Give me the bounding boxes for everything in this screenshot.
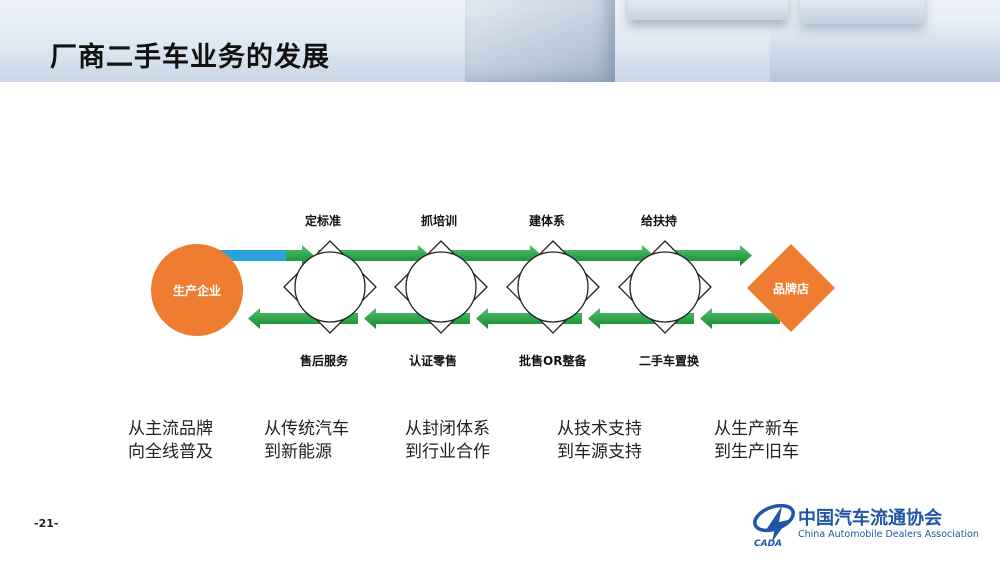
stage-line: 从主流品牌 — [128, 418, 213, 441]
step-label-bottom: 认证零售 — [409, 352, 457, 369]
step-label-top: 定标准 — [305, 212, 341, 229]
stage-line: 到生产旧车 — [714, 441, 799, 464]
stage-line: 从技术支持 — [557, 418, 642, 441]
stage-line: 到行业合作 — [405, 441, 490, 464]
development-stage: 从生产新车 到生产旧车 — [714, 418, 799, 464]
logo-english-name: China Automobile Dealers Association — [798, 529, 979, 540]
logo-chinese-name: 中国汽车流通协会 — [798, 504, 942, 530]
development-stage: 从技术支持 到车源支持 — [557, 418, 642, 464]
development-stage: 从主流品牌 向全线普及 — [128, 418, 213, 464]
page-number: -21- — [34, 517, 58, 530]
association-logo: CADA 中国汽车流通协会 China Automobile Dealers A… — [752, 500, 992, 550]
left-arrow — [700, 308, 780, 329]
stage-line: 到新能源 — [264, 441, 349, 464]
stage-line: 向全线普及 — [128, 441, 213, 464]
step-label-top: 建体系 — [529, 212, 565, 229]
step-label-top: 抓培训 — [421, 212, 457, 229]
development-stage: 从传统汽车 到新能源 — [264, 418, 349, 464]
stage-line: 从生产新车 — [714, 418, 799, 441]
end-node-label: 品牌店 — [773, 281, 809, 296]
stage-line: 从封闭体系 — [405, 418, 490, 441]
stage-line: 从传统汽车 — [264, 418, 349, 441]
step-label-bottom: 售后服务 — [300, 352, 348, 369]
stage-line: 到车源支持 — [557, 441, 642, 464]
start-node-label: 生产企业 — [173, 283, 221, 298]
step-label-bottom: 二手车置换 — [639, 352, 699, 369]
cada-logo-icon: CADA — [752, 500, 796, 548]
svg-text:CADA: CADA — [754, 539, 782, 548]
development-stage: 从封闭体系 到行业合作 — [405, 418, 490, 464]
step-label-bottom: 批售OR整备 — [519, 352, 586, 369]
step-label-top: 给扶持 — [641, 212, 677, 229]
